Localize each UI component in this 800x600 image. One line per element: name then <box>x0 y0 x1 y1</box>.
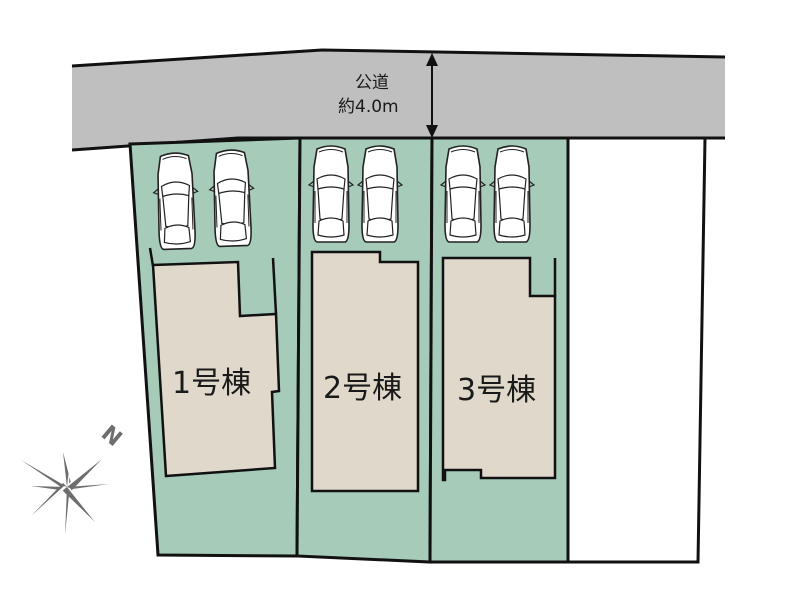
compass-rose-icon <box>21 452 109 535</box>
building-3 <box>441 256 557 482</box>
road-width-label: 約4.0m <box>338 97 399 117</box>
building-label-1: 1号棟 <box>172 366 252 401</box>
public-road <box>71 48 726 152</box>
building-2 <box>310 250 420 493</box>
building-label-3: 3号棟 <box>457 373 537 408</box>
building-1 <box>148 247 281 478</box>
building-label-2: 2号棟 <box>323 371 403 406</box>
road-name: 公道 <box>355 73 389 93</box>
neighbor-lot <box>566 136 707 564</box>
road-width-arrow <box>426 53 438 138</box>
